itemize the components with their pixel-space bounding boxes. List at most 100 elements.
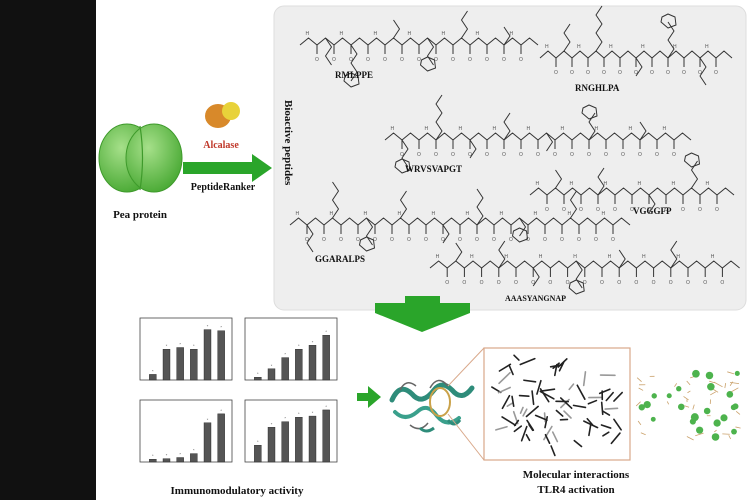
svg-text:H: H: [442, 31, 446, 37]
svg-text:O: O: [672, 152, 676, 158]
bar-6: [217, 413, 225, 463]
svg-text:H: H: [577, 44, 581, 50]
bar-2: [267, 368, 276, 381]
svg-text:H: H: [459, 126, 463, 132]
chart-frame: [139, 399, 233, 463]
zoom-connector-top: [447, 347, 485, 387]
svg-text:H: H: [705, 44, 709, 50]
bar-marker: *: [298, 411, 300, 416]
svg-text:O: O: [664, 207, 668, 213]
svg-text:O: O: [441, 237, 445, 243]
bar-4: [295, 417, 303, 463]
bar-marker: *: [166, 343, 168, 348]
svg-text:H: H: [536, 181, 540, 187]
bar-marker: *: [298, 343, 300, 348]
svg-text:O: O: [400, 57, 404, 63]
bar-marker: *: [257, 371, 259, 376]
svg-text:O: O: [638, 152, 642, 158]
svg-text:O: O: [475, 237, 479, 243]
svg-text:O: O: [570, 152, 574, 158]
svg-text:H: H: [673, 44, 677, 50]
svg-text:H: H: [706, 181, 710, 187]
svg-text:O: O: [445, 280, 449, 286]
bar-marker: *: [152, 368, 154, 373]
protein-ribbon-icon: [389, 379, 475, 433]
svg-text:O: O: [462, 280, 466, 286]
bar-6: [322, 409, 330, 463]
bar-1: [254, 445, 262, 463]
svg-text:O: O: [669, 280, 673, 286]
svg-text:O: O: [566, 280, 570, 286]
svg-text:H: H: [391, 126, 395, 132]
svg-text:O: O: [366, 57, 370, 63]
bar-marker: *: [166, 453, 168, 458]
svg-text:H: H: [470, 254, 474, 260]
down-arrow: [375, 296, 470, 332]
svg-text:O: O: [543, 237, 547, 243]
svg-text:O: O: [647, 207, 651, 213]
svg-text:H: H: [330, 211, 334, 217]
svg-text:O: O: [509, 237, 513, 243]
interaction-network-icon: [635, 369, 741, 441]
svg-text:H: H: [539, 254, 543, 260]
svg-text:O: O: [630, 207, 634, 213]
svg-text:H: H: [408, 31, 412, 37]
svg-text:H: H: [500, 211, 504, 217]
svg-text:O: O: [492, 237, 496, 243]
tool-label: PeptideRanker: [191, 182, 256, 193]
bar-1: [149, 374, 157, 381]
svg-text:O: O: [322, 237, 326, 243]
svg-text:H: H: [510, 31, 514, 37]
svg-text:O: O: [579, 207, 583, 213]
bar-3: [281, 357, 289, 381]
small-right-arrow: [357, 386, 381, 408]
bar-marker: *: [284, 352, 286, 357]
svg-text:H: H: [534, 211, 538, 217]
bar-marker: *: [152, 453, 154, 458]
svg-text:O: O: [480, 280, 484, 286]
bar-4: [295, 349, 303, 381]
peptide-label-3: WRVSVAPGT: [405, 164, 462, 174]
peptide-structures: H O O H O O H O O H O O H O O H O O H O H O O H O O H O O H O O H O O H O H O O…: [289, 5, 740, 295]
svg-text:O: O: [715, 207, 719, 213]
svg-text:O: O: [502, 57, 506, 63]
svg-text:O: O: [587, 152, 591, 158]
svg-text:O: O: [560, 237, 564, 243]
zoom-connector-bottom: [447, 413, 485, 461]
svg-text:H: H: [672, 181, 676, 187]
svg-text:O: O: [497, 280, 501, 286]
pea-icon: [98, 123, 183, 193]
svg-text:O: O: [652, 280, 656, 286]
svg-text:H: H: [306, 31, 310, 37]
bar-5: [308, 345, 317, 381]
svg-text:O: O: [577, 237, 581, 243]
bar-marker: *: [325, 404, 327, 409]
chart-frame: [139, 317, 233, 381]
svg-text:O: O: [618, 70, 622, 76]
svg-text:O: O: [621, 152, 625, 158]
svg-text:O: O: [434, 152, 438, 158]
enzyme-label: Alcalase: [203, 140, 239, 151]
bar-5: [308, 415, 317, 463]
bar-chart-4: ******: [244, 399, 338, 463]
svg-text:O: O: [583, 280, 587, 286]
svg-text:O: O: [485, 57, 489, 63]
svg-text:O: O: [349, 57, 353, 63]
bar-3: [176, 457, 184, 463]
svg-text:H: H: [340, 31, 344, 37]
svg-text:O: O: [703, 280, 707, 286]
bar-4: [190, 453, 198, 463]
svg-text:O: O: [698, 70, 702, 76]
svg-text:O: O: [686, 280, 690, 286]
vertical-panel-label: Bioactive peptides: [282, 100, 294, 186]
svg-text:O: O: [545, 207, 549, 213]
svg-text:O: O: [514, 280, 518, 286]
svg-text:O: O: [548, 280, 552, 286]
peptide-label-5: GGARALPS: [315, 254, 365, 264]
svg-text:O: O: [666, 70, 670, 76]
bar-1: [254, 377, 262, 381]
